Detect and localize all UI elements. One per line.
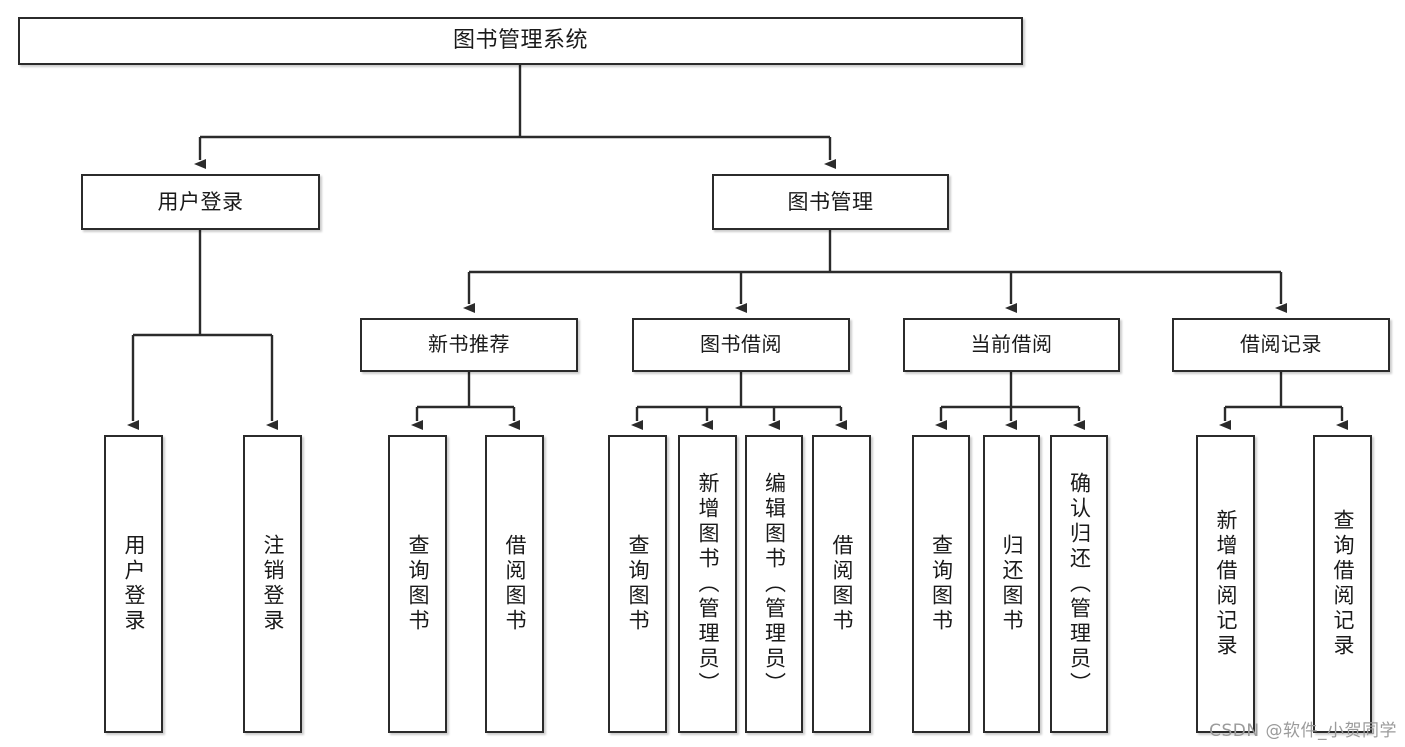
node-leaf-user-logout-label: 注销登录 <box>261 534 285 634</box>
node-leaf-edit-book[interactable]: 编辑图书（管理员） <box>745 435 803 733</box>
node-new-book-rec-label: 新书推荐 <box>428 332 510 357</box>
node-book-borrow[interactable]: 图书借阅 <box>632 318 850 372</box>
node-leaf-add-book-label: 新增图书（管理员） <box>696 471 720 697</box>
node-user-login[interactable]: 用户登录 <box>81 174 320 230</box>
node-leaf-borrow-book-1[interactable]: 借阅图书 <box>485 435 544 733</box>
node-leaf-query-book-2-label: 查询图书 <box>626 534 650 634</box>
node-leaf-add-book[interactable]: 新增图书（管理员） <box>678 435 737 733</box>
node-leaf-edit-book-label: 编辑图书（管理员） <box>762 471 787 697</box>
node-new-book-rec[interactable]: 新书推荐 <box>360 318 578 372</box>
node-leaf-add-record[interactable]: 新增借阅记录 <box>1196 435 1255 733</box>
node-current-borrow[interactable]: 当前借阅 <box>903 318 1120 372</box>
node-leaf-confirm-return[interactable]: 确认归还（管理员） <box>1050 435 1108 733</box>
node-leaf-user-login[interactable]: 用户登录 <box>104 435 163 733</box>
node-leaf-borrow-book-1-label: 借阅图书 <box>503 534 527 634</box>
node-user-login-label: 用户登录 <box>157 189 244 214</box>
node-book-borrow-label: 图书借阅 <box>700 332 782 357</box>
node-leaf-query-record-label: 查询借阅记录 <box>1331 509 1355 659</box>
node-leaf-borrow-book-2[interactable]: 借阅图书 <box>812 435 871 733</box>
node-leaf-query-book-1-label: 查询图书 <box>406 534 430 634</box>
node-leaf-query-book-1[interactable]: 查询图书 <box>388 435 447 733</box>
node-leaf-confirm-return-label: 确认归还（管理员） <box>1067 471 1092 697</box>
node-root[interactable]: 图书管理系统 <box>18 17 1023 65</box>
node-borrow-record-label: 借阅记录 <box>1240 332 1322 357</box>
node-leaf-query-book-3[interactable]: 查询图书 <box>912 435 970 733</box>
watermark: CSDN @软件_小贺同学 <box>1209 721 1397 741</box>
node-borrow-record[interactable]: 借阅记录 <box>1172 318 1390 372</box>
node-book-manage-label: 图书管理 <box>787 189 874 214</box>
node-leaf-query-book-3-label: 查询图书 <box>929 534 954 634</box>
node-leaf-return-book[interactable]: 归还图书 <box>983 435 1040 733</box>
node-leaf-user-logout[interactable]: 注销登录 <box>243 435 302 733</box>
node-leaf-user-login-label: 用户登录 <box>122 534 146 634</box>
node-book-manage[interactable]: 图书管理 <box>712 174 949 230</box>
node-leaf-query-book-2[interactable]: 查询图书 <box>608 435 667 733</box>
node-leaf-add-record-label: 新增借阅记录 <box>1214 509 1238 659</box>
node-current-borrow-label: 当前借阅 <box>970 332 1053 357</box>
node-leaf-return-book-label: 归还图书 <box>1000 534 1024 634</box>
node-leaf-query-record[interactable]: 查询借阅记录 <box>1313 435 1372 733</box>
node-leaf-borrow-book-2-label: 借阅图书 <box>830 534 854 634</box>
node-root-label: 图书管理系统 <box>452 28 588 54</box>
